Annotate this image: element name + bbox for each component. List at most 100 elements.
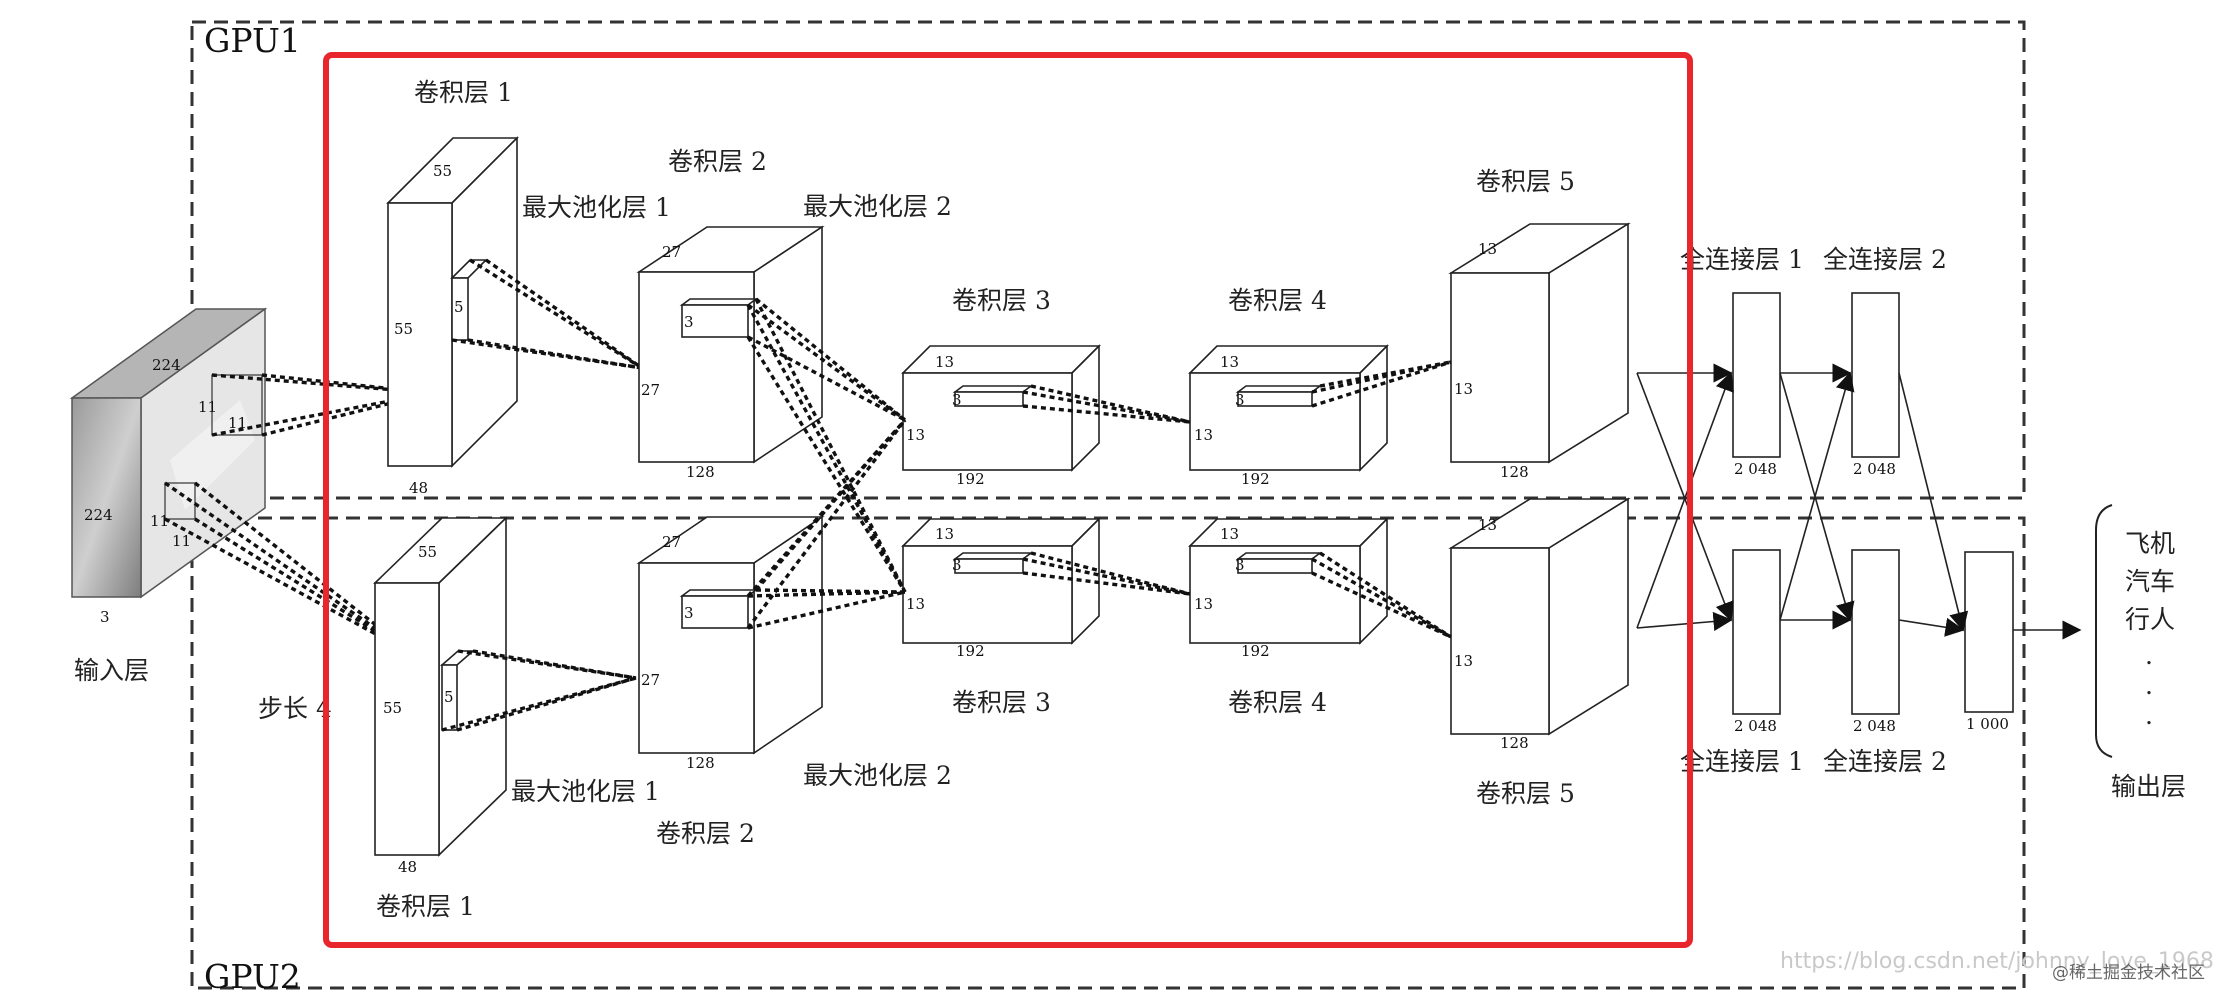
conv3-bottom-depth: 192	[956, 642, 985, 660]
gpu1-region	[190, 20, 2026, 500]
conv3-top-kernel: 3	[952, 391, 962, 409]
conv4-top-size2: 13	[1194, 426, 1213, 444]
stride-label: 步长 4	[258, 694, 332, 723]
conv5-bottom-depth: 128	[1500, 734, 1529, 752]
conv2-bottom-size2: 27	[641, 671, 660, 689]
pool1-top-label: 最大池化层 1	[522, 193, 671, 222]
conv5-bottom-block	[1448, 497, 1631, 736]
conv1-top-size2: 55	[394, 320, 413, 338]
input-label: 输入层	[74, 656, 149, 685]
conv2-bottom-kernel: 3	[684, 604, 694, 622]
conv3-bottom-size2: 13	[906, 595, 925, 613]
conv3-bottom-size: 13	[935, 525, 954, 543]
fc2-top-block	[1851, 292, 1900, 458]
output-class-1: 汽车	[2125, 567, 2175, 596]
gpu2-region	[190, 516, 2026, 990]
output-class-0: 飞机	[2125, 529, 2175, 558]
input-kernel-top: 11	[198, 398, 217, 416]
conv2-top-kernel: 3	[684, 313, 694, 331]
fc2-bottom-label: 全连接层 2	[1823, 747, 1947, 776]
conv1-top-size: 55	[433, 162, 452, 180]
conv1-top-block	[386, 136, 519, 468]
output-class-5: .	[2145, 701, 2153, 730]
conv1-to-conv2-bottom	[441, 649, 637, 732]
conv2-bottom-size: 27	[662, 533, 681, 551]
gpu1-label: GPU1	[204, 21, 301, 60]
middle-connections	[746, 297, 1452, 639]
conv4-bottom-depth: 192	[1241, 642, 1270, 660]
conv4-top-kernel: 3	[1235, 391, 1245, 409]
conv1-top-depth: 48	[409, 479, 428, 497]
conv1-bottom-size: 55	[418, 543, 437, 561]
fc2-top-label: 全连接层 2	[1823, 245, 1947, 274]
fc1-top-units: 2 048	[1734, 460, 1777, 478]
conv4-bottom-block	[1188, 517, 1389, 645]
conv2-top-depth: 128	[686, 463, 715, 481]
conv3-bottom-block	[901, 517, 1101, 645]
conv3-top-block	[901, 344, 1101, 472]
conv3-bottom-label: 卷积层 3	[952, 688, 1051, 717]
fc-arrows	[1636, 363, 2082, 640]
fc1-top-label: 全连接层 1	[1680, 245, 1804, 274]
output-brace	[2095, 504, 2113, 758]
conv3-top-size2: 13	[906, 426, 925, 444]
conv5-bottom-size: 13	[1478, 516, 1497, 534]
conv4-bottom-size2: 13	[1194, 595, 1213, 613]
fc2-bottom-block	[1851, 549, 1900, 715]
conv1-bottom-kernel: 5	[444, 688, 454, 706]
conv3-top-depth: 192	[956, 470, 985, 488]
conv2-top-block	[636, 225, 825, 464]
conv5-top-block	[1448, 222, 1631, 464]
conv2-bottom-block	[636, 515, 825, 755]
input-size-top: 224	[152, 356, 181, 374]
conv4-top-label: 卷积层 4	[1228, 286, 1327, 315]
conv5-bottom-label: 卷积层 5	[1476, 779, 1575, 808]
fc1-top-block	[1732, 292, 1781, 458]
conv5-top-label: 卷积层 5	[1476, 167, 1575, 196]
output-class-4: .	[2145, 671, 2153, 700]
conv5-top-size: 13	[1478, 240, 1497, 258]
input-depth: 3	[100, 608, 110, 626]
conv1-bottom-depth: 48	[398, 858, 417, 876]
conv4-top-block	[1188, 344, 1389, 472]
csdn-watermark: https://blog.csdn.net/johnny_love_1968	[1780, 949, 2214, 974]
output-class-3: .	[2145, 641, 2153, 670]
fc2-bottom-units: 2 048	[1853, 717, 1896, 735]
conv1-bottom-label: 卷积层 1	[376, 892, 475, 921]
conv5-top-size2: 13	[1454, 380, 1473, 398]
conv3-top-size: 13	[935, 353, 954, 371]
conv5-top-depth: 128	[1500, 463, 1529, 481]
conv1-bottom-block	[373, 516, 508, 857]
conv2-top-size2: 27	[641, 381, 660, 399]
conv4-top-depth: 192	[1241, 470, 1270, 488]
highlight-frame	[323, 52, 1693, 948]
fc1-bottom-units: 2 048	[1734, 717, 1777, 735]
input-kernel-bot2: 11	[172, 532, 191, 550]
conv3-top-label: 卷积层 3	[952, 286, 1051, 315]
conv1-top-label: 卷积层 1	[414, 78, 513, 107]
conv3-bottom-kernel: 3	[952, 556, 962, 574]
conv1-bottom-size2: 55	[383, 699, 402, 717]
fc2-top-units: 2 048	[1853, 460, 1896, 478]
fc1-bottom-block	[1732, 549, 1781, 715]
output-units: 1 000	[1966, 715, 2009, 733]
conv4-bottom-size: 13	[1220, 525, 1239, 543]
gpu2-label: GPU2	[204, 957, 301, 990]
pool1-bottom-label: 最大池化层 1	[511, 777, 660, 806]
output-fc-block	[1964, 551, 2014, 713]
pool2-bottom-label: 最大池化层 2	[803, 761, 952, 790]
conv2-bottom-depth: 128	[686, 754, 715, 772]
conv2-top-size: 27	[662, 243, 681, 261]
conv4-top-size: 13	[1220, 353, 1239, 371]
input-kernel-top2: 11	[228, 414, 247, 432]
conv2-bottom-label: 卷积层 2	[656, 819, 755, 848]
pool2-top-label: 最大池化层 2	[803, 192, 952, 221]
input-kernel-bot: 11	[150, 512, 169, 530]
input-size-left: 224	[84, 506, 113, 524]
conv2-top-label: 卷积层 2	[668, 147, 767, 176]
conv4-bottom-label: 卷积层 4	[1228, 688, 1327, 717]
conv1-to-conv2-top	[451, 258, 643, 370]
conv4-bottom-kernel: 3	[1235, 556, 1245, 574]
fc1-bottom-label: 全连接层 1	[1680, 747, 1804, 776]
